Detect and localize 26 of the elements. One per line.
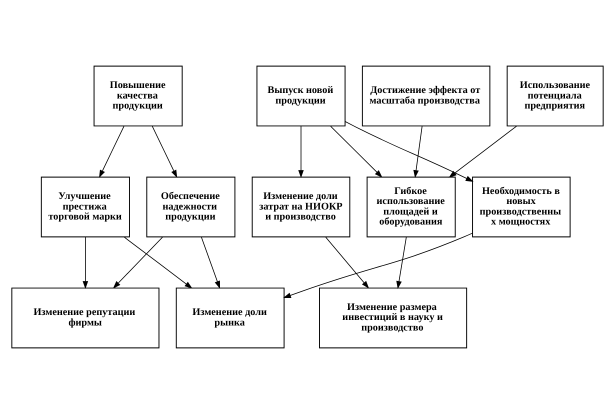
node-box: Обеспечение надежности продукции <box>146 176 236 238</box>
arrow <box>152 126 178 178</box>
arrow <box>413 126 423 178</box>
arrow <box>124 236 192 289</box>
node-box: Использование потенциала предприятия <box>506 66 604 126</box>
arrow <box>448 126 517 178</box>
node-box: Улучшение престижа торговой марки <box>40 176 130 238</box>
arrow <box>325 236 370 289</box>
node-box: Изменение доли затрат на НИОКР и производство <box>252 176 350 238</box>
node-box: Выпуск новой продукции <box>256 66 346 126</box>
arrow <box>201 236 220 289</box>
arrow <box>344 121 474 182</box>
node-box: Достижение эффекта от масштаба производства <box>362 66 490 126</box>
node-box: Изменение репутации фирмы <box>11 288 160 348</box>
arrow <box>396 236 407 289</box>
arrow <box>283 232 473 298</box>
node-box: Изменение размера инвестиций в науку и производство <box>319 288 468 348</box>
node-box: Необходимость в новых производственны х мощностях <box>472 176 571 238</box>
arrow <box>82 236 88 289</box>
arrow <box>112 236 163 289</box>
arrow <box>298 126 304 178</box>
node-box: Изменение доли рынка <box>176 288 285 348</box>
arrow <box>330 126 382 178</box>
node-box: Повышение качества продукции <box>94 66 183 126</box>
arrow <box>99 126 124 178</box>
node-box: Гибкое использование площадей и оборудования <box>366 176 456 238</box>
